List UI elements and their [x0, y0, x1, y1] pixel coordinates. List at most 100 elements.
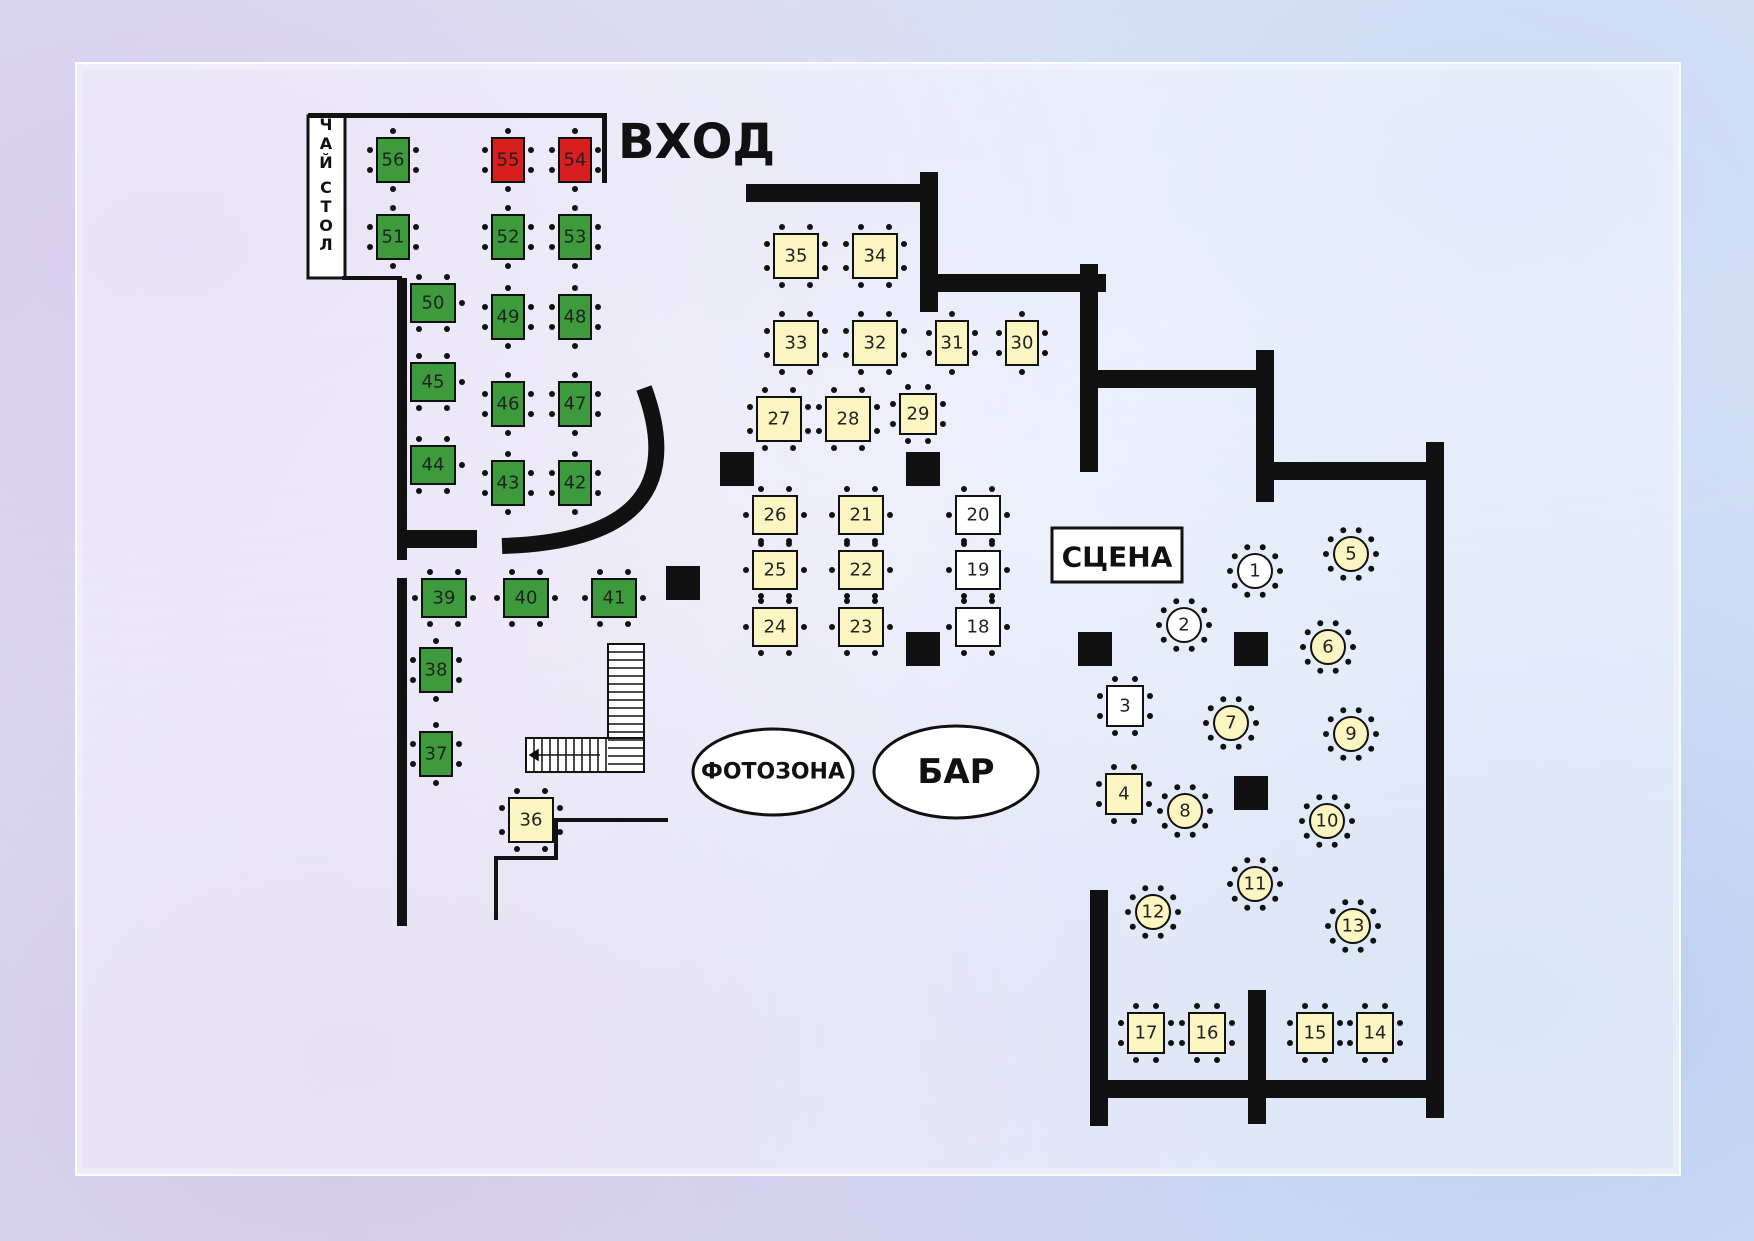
wall — [554, 818, 668, 822]
table-41[interactable]: 41 — [582, 569, 646, 627]
table-20[interactable]: 20 — [946, 486, 1010, 544]
chair — [1201, 607, 1208, 614]
table-50[interactable]: 50 — [401, 274, 465, 332]
table-7[interactable]: 7 — [1203, 696, 1259, 750]
chair — [961, 541, 967, 547]
chair — [901, 265, 907, 271]
table-6[interactable]: 6 — [1300, 620, 1356, 674]
table-21[interactable]: 21 — [829, 486, 893, 544]
chair — [1229, 1020, 1235, 1026]
table-2[interactable]: 2 — [1156, 598, 1212, 652]
chair — [758, 650, 764, 656]
table-12[interactable]: 12 — [1125, 885, 1181, 939]
table-number: 56 — [382, 150, 405, 171]
table-3[interactable]: 3 — [1097, 676, 1153, 736]
table-56[interactable]: 56 — [367, 128, 419, 192]
chair — [844, 486, 850, 492]
table-18[interactable]: 18 — [946, 598, 1010, 656]
chair — [459, 462, 465, 468]
table-32[interactable]: 32 — [843, 311, 907, 375]
table-22[interactable]: 22 — [829, 541, 893, 599]
table-48[interactable]: 48 — [549, 285, 601, 349]
chair — [1207, 808, 1213, 814]
table-24[interactable]: 24 — [743, 598, 807, 656]
table-14[interactable]: 14 — [1347, 1003, 1403, 1063]
table-11[interactable]: 11 — [1227, 857, 1283, 911]
wall — [1090, 890, 1108, 1126]
table-10[interactable]: 10 — [1299, 794, 1355, 848]
chair — [786, 650, 792, 656]
table-top — [852, 233, 898, 279]
table-43[interactable]: 43 — [482, 451, 534, 515]
table-5[interactable]: 5 — [1323, 527, 1379, 581]
chair — [901, 328, 907, 334]
table-23[interactable]: 23 — [829, 598, 893, 656]
chair — [743, 624, 749, 630]
chair — [1287, 1040, 1293, 1046]
chair — [1375, 923, 1381, 929]
chair — [1362, 1057, 1368, 1063]
chair — [1248, 734, 1255, 741]
chair — [786, 541, 792, 547]
table-31[interactable]: 31 — [926, 311, 978, 375]
chair — [1332, 620, 1339, 627]
chair — [1337, 1020, 1343, 1026]
table-37[interactable]: 37 — [410, 722, 462, 786]
table-49[interactable]: 49 — [482, 285, 534, 349]
chair — [1194, 1057, 1200, 1063]
chair — [872, 598, 878, 604]
table-top — [491, 381, 525, 427]
chair — [1244, 904, 1251, 911]
table-top — [955, 495, 1001, 535]
table-38[interactable]: 38 — [410, 638, 462, 702]
table-9[interactable]: 9 — [1323, 707, 1379, 761]
table-55[interactable]: 55 — [482, 128, 534, 192]
walls — [306, 113, 1444, 1126]
table-47[interactable]: 47 — [549, 372, 601, 436]
chair — [1231, 866, 1238, 873]
table-36[interactable]: 36 — [499, 788, 563, 852]
bar-ellipse[interactable] — [872, 724, 1040, 820]
table-15[interactable]: 15 — [1287, 1003, 1343, 1063]
table-top — [558, 381, 592, 427]
table-54[interactable]: 54 — [549, 128, 601, 192]
wall — [342, 276, 402, 280]
chair — [528, 224, 534, 230]
table-30[interactable]: 30 — [996, 311, 1048, 375]
chair — [456, 657, 462, 663]
chair — [764, 352, 770, 358]
chair — [459, 379, 465, 385]
photo-zone-ellipse[interactable] — [691, 727, 855, 817]
table-28[interactable]: 28 — [816, 387, 880, 451]
chair — [1277, 881, 1283, 887]
table-29[interactable]: 29 — [890, 384, 946, 444]
table-1[interactable]: 1 — [1227, 544, 1283, 598]
table-39[interactable]: 39 — [412, 569, 476, 627]
table-46[interactable]: 46 — [482, 372, 534, 436]
table-17[interactable]: 17 — [1118, 1003, 1174, 1063]
table-16[interactable]: 16 — [1179, 1003, 1235, 1063]
chair — [1156, 622, 1162, 628]
table-52[interactable]: 52 — [482, 205, 534, 269]
table-25[interactable]: 25 — [743, 541, 807, 599]
table-45[interactable]: 45 — [401, 353, 465, 411]
table-33[interactable]: 33 — [764, 311, 828, 375]
table-27[interactable]: 27 — [747, 387, 811, 451]
table-8[interactable]: 8 — [1157, 784, 1213, 838]
table-51[interactable]: 51 — [367, 205, 419, 269]
chair — [1329, 937, 1336, 944]
table-19[interactable]: 19 — [946, 541, 1010, 599]
chair — [1111, 818, 1117, 824]
table-42[interactable]: 42 — [549, 451, 601, 515]
table-35[interactable]: 35 — [764, 224, 828, 288]
table-40[interactable]: 40 — [494, 569, 558, 627]
chair — [595, 167, 601, 173]
table-44[interactable]: 44 — [401, 436, 465, 494]
table-53[interactable]: 53 — [549, 205, 601, 269]
table-34[interactable]: 34 — [843, 224, 907, 288]
table-26[interactable]: 26 — [743, 486, 807, 544]
chair — [1362, 1003, 1368, 1009]
table-4[interactable]: 4 — [1096, 764, 1152, 824]
table-13[interactable]: 13 — [1325, 899, 1381, 953]
table-top — [955, 550, 1001, 590]
